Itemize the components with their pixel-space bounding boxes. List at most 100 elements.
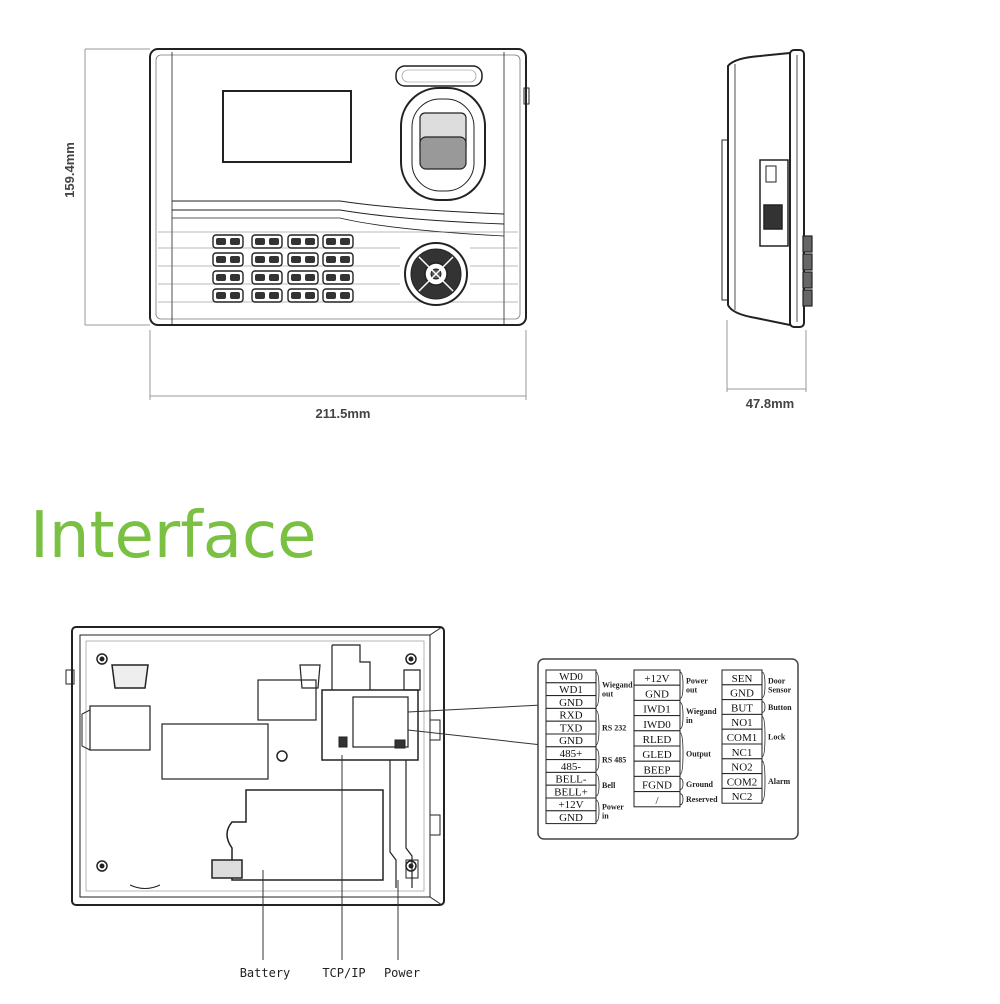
leader-lines	[407, 704, 543, 746]
keypad-key	[251, 234, 283, 249]
group-brace	[761, 760, 766, 802]
terminal-pin-label: NO1	[731, 717, 752, 729]
group-brace	[761, 671, 766, 698]
terminal-pin-label: 485+	[560, 748, 583, 760]
group-label: Output	[686, 750, 711, 759]
group-label: in	[686, 716, 693, 725]
side-dimension-lines	[726, 320, 807, 392]
keypad-key	[322, 288, 354, 303]
terminal-pin-box	[633, 791, 681, 808]
terminal-pin-label: GND	[730, 688, 754, 700]
terminal-pin-label: GND	[559, 812, 583, 824]
width-dimension-label: 211.5mm	[316, 406, 371, 421]
terminal-pin-box	[545, 810, 597, 825]
group-label: RS 485	[602, 756, 626, 765]
terminal-pin-label: BUT	[731, 702, 753, 714]
group-brace	[679, 778, 684, 790]
group-label: Door	[768, 676, 786, 685]
keypad-key	[251, 288, 283, 303]
section-title: Interface	[30, 499, 317, 573]
terminal-pin-label: +12V	[558, 799, 583, 811]
terminal-block-left: WD0WD1GNDRXDTXDGND485+485-BELL-BELL++12V…	[545, 669, 633, 825]
terminal-pin-label: /	[655, 795, 659, 807]
keypad-key	[212, 270, 244, 285]
terminal-pin-label: IWD0	[643, 719, 671, 731]
terminal-pin-box	[721, 787, 763, 804]
group-label: out	[686, 686, 697, 695]
group-label: Power	[602, 802, 624, 811]
group-label: Lock	[768, 733, 786, 742]
fingerprint-sensor	[400, 87, 486, 201]
keypad-key	[251, 252, 283, 267]
side-view	[721, 49, 813, 328]
terminal-pin-label: GLED	[642, 749, 671, 761]
terminal-pin-label: COM1	[727, 732, 758, 744]
group-brace	[679, 671, 684, 699]
terminal-pin-label: FGND	[642, 780, 672, 792]
group-brace	[679, 732, 684, 775]
terminal-pin-label: RLED	[643, 734, 672, 746]
lcd-screen	[222, 90, 352, 163]
keypad-key	[212, 234, 244, 249]
terminal-pin-label: BELL+	[554, 786, 588, 798]
terminal-pin-label: GND	[559, 697, 583, 709]
tcpip-label: TCP/IP	[322, 966, 365, 980]
keypad-key	[287, 270, 319, 285]
group-brace	[761, 701, 766, 713]
group-label: Wiegand	[602, 681, 633, 690]
group-label: Bell	[602, 781, 616, 790]
group-brace	[679, 793, 684, 806]
terminal-pin-label: WD1	[559, 684, 583, 696]
keypad	[212, 234, 354, 303]
terminal-pin-label: TXD	[560, 722, 583, 734]
terminal-pin-label: BELL-	[555, 774, 586, 786]
navigation-pad	[404, 242, 468, 306]
keypad-key	[251, 270, 283, 285]
group-label: Power	[686, 677, 708, 686]
front-view	[149, 48, 530, 326]
depth-dimension-label: 47.8mm	[746, 396, 794, 411]
group-label: Sensor	[768, 685, 792, 694]
group-label: out	[602, 690, 613, 699]
keypad-key	[212, 288, 244, 303]
group-label: RS 232	[602, 724, 626, 733]
keypad-key	[322, 234, 354, 249]
battery-label: Battery	[240, 966, 291, 980]
keypad-key	[212, 252, 244, 267]
keypad-key	[287, 288, 319, 303]
callout-lines	[262, 755, 399, 960]
terminal-pin-label: GND	[559, 735, 583, 747]
back-view	[65, 626, 445, 906]
terminal-pin-label: NC2	[732, 791, 753, 803]
terminal-pin-label: BEEP	[644, 764, 671, 776]
keypad-key	[322, 252, 354, 267]
terminal-pin-label: WD0	[559, 671, 583, 683]
keypad-key	[322, 270, 354, 285]
terminal-pin-label: COM2	[727, 776, 758, 788]
keypad-key	[287, 234, 319, 249]
group-label: Reserved	[686, 795, 718, 804]
group-brace	[595, 671, 600, 707]
keypad-key	[287, 252, 319, 267]
terminal-pin-label: NC1	[732, 747, 753, 759]
terminal-pin-label: 485-	[561, 761, 582, 773]
group-brace	[595, 774, 600, 797]
group-label: in	[602, 811, 609, 820]
group-label: Button	[768, 703, 792, 712]
front-dimension-lines	[84, 48, 527, 400]
terminal-pin-label: SEN	[732, 673, 753, 685]
group-label: Wiegand	[686, 707, 717, 716]
group-brace	[595, 748, 600, 771]
group-brace	[679, 702, 684, 730]
group-label: Ground	[686, 780, 714, 789]
terminal-pin-label: GND	[645, 688, 669, 700]
power-label: Power	[384, 966, 420, 980]
terminal-pin-label: RXD	[559, 710, 582, 722]
terminal-pin-label: NO2	[731, 762, 752, 774]
terminal-pin-label: +12V	[644, 673, 669, 685]
height-dimension-label: 159.4mm	[62, 142, 77, 198]
terminal-block-middle: +12VGNDIWD1IWD0RLEDGLEDBEEPFGND/Powerout…	[633, 669, 718, 808]
